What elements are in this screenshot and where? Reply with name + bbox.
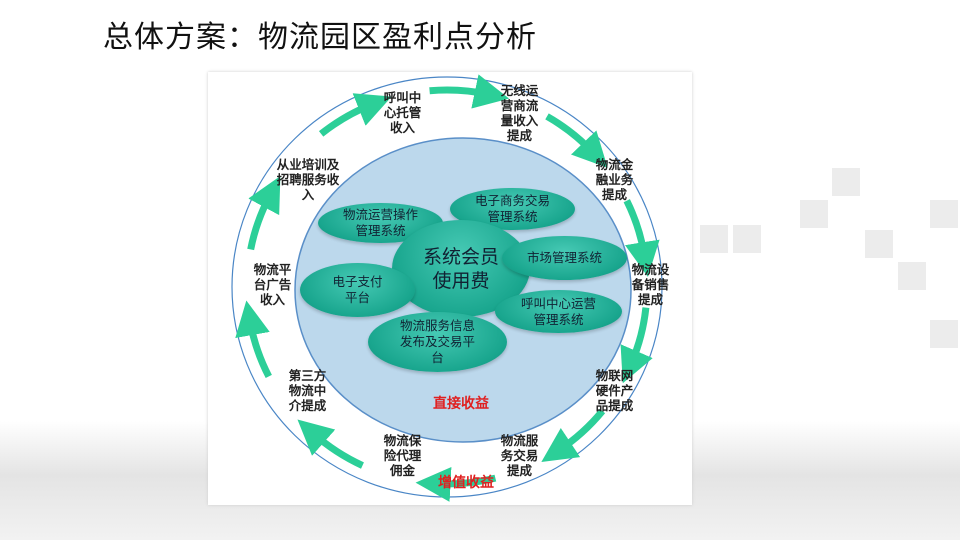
decor-square [930, 200, 958, 228]
label-line: 招聘服务收 [276, 172, 340, 187]
label-line: 提成 [601, 187, 627, 202]
label-line: 呼叫中 [383, 90, 422, 105]
revenue-source-label: 从业培训及招聘服务收入 [270, 157, 346, 202]
decor-square [800, 200, 828, 228]
label-line: 物流中 [288, 383, 327, 398]
label-line: 营商流 [500, 98, 539, 113]
cycle-arrow-icon [318, 93, 392, 137]
decor-square [832, 168, 860, 196]
label-line: 物流平 [253, 262, 292, 277]
cycle-arrow-icon [429, 74, 510, 109]
label-line: 提成 [506, 128, 532, 143]
label-line: 险代理 [383, 448, 422, 463]
label-line: 心托管 [383, 105, 422, 120]
label-line: 第三方 [288, 368, 327, 383]
revenue-source-label: 物流保险代理佣金 [380, 433, 425, 478]
label-line: 从业培训及 [276, 157, 340, 172]
revenue-source-label: 物流设备销售提成 [628, 262, 673, 307]
decor-square [865, 230, 893, 258]
label-line: 收入 [259, 292, 285, 307]
system-label: 电子支付平台 [332, 274, 383, 305]
cycle-arrow-icon [247, 176, 281, 251]
system-label: 呼叫中心运营管理系统 [520, 295, 596, 327]
label-line: 量收入 [500, 113, 539, 128]
cycle-arrow-icon [297, 419, 364, 469]
label-line: 物联网 [595, 368, 634, 383]
label-line: 介提成 [288, 398, 327, 413]
label-line: 入 [301, 187, 315, 202]
label-line: 无线运 [500, 83, 539, 98]
direct-revenue-label: 直接收益 [433, 396, 489, 412]
label-line: 物流保 [383, 433, 422, 448]
label-line: 硬件产 [595, 383, 634, 398]
label-line: 收入 [389, 120, 415, 135]
revenue-source-label: 物流平台广告收入 [250, 262, 295, 307]
revenue-source-label: 物流金融业务提成 [592, 157, 637, 202]
revenue-source-label: 物联网硬件产品提成 [592, 368, 637, 413]
center-label: 系统会员使用费 [422, 245, 499, 292]
label-line: 物流金 [595, 157, 634, 172]
label-line: 物流设 [631, 262, 670, 277]
cycle-arrow-icon [623, 199, 660, 277]
label-line: 佣金 [389, 463, 415, 478]
system-ellipse: 物流服务信息发布及交易平台 [368, 312, 507, 372]
label-line: 物流服 [500, 433, 539, 448]
decor-square [930, 320, 958, 348]
revenue-source-label: 物流服务交易提成 [497, 433, 542, 478]
system-ellipse: 物流运营操作管理系统 [318, 203, 443, 243]
page-title: 总体方案：物流园区盈利点分析 [103, 20, 537, 55]
system-label: 物流运营操作管理系统 [342, 207, 418, 238]
cycle-arrow-icon [620, 307, 653, 384]
cycle-arrow-icon [235, 300, 272, 379]
cycle-arrow-icon [415, 466, 497, 502]
label-line: 提成 [506, 463, 532, 478]
system-label: 电子商务交易管理系统 [474, 193, 550, 224]
system-ellipse: 呼叫中心运营管理系统 [495, 290, 622, 333]
system-ellipse: 电子支付平台 [300, 263, 415, 317]
label-line: 台广告 [253, 277, 292, 292]
revenue-source-label: 无线运营商流量收入提成 [497, 83, 542, 143]
revenue-source-label: 呼叫中心托管收入 [380, 90, 425, 135]
label-line: 备销售 [631, 277, 670, 292]
system-ellipse: 市场管理系统 [502, 236, 627, 280]
label-line: 务交易 [500, 448, 539, 463]
label-line: 品提成 [595, 398, 634, 413]
system-label: 市场管理系统 [526, 250, 602, 265]
revenue-source-label: 第三方物流中介提成 [285, 368, 330, 413]
system-label: 物流服务信息发布及交易平台 [399, 318, 475, 365]
decor-square [700, 225, 728, 253]
label-line: 提成 [637, 292, 663, 307]
decor-square [733, 225, 761, 253]
value-added-revenue-label: 增值收益 [438, 475, 494, 491]
label-line: 融业务 [595, 172, 634, 187]
decor-square [898, 262, 926, 290]
cycle-arrow-icon [545, 113, 608, 168]
cycle-arrow-icon [541, 408, 606, 462]
